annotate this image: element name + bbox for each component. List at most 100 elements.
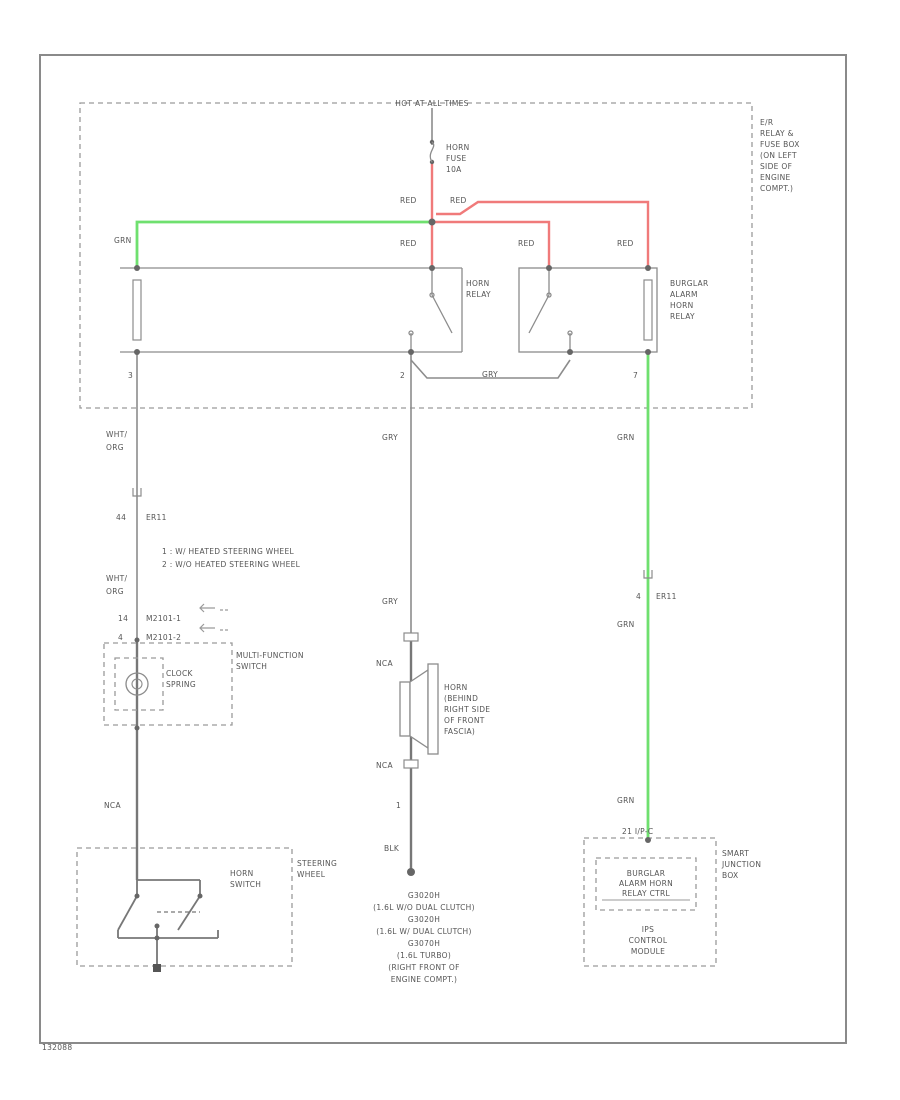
svg-text:OF FRONT: OF FRONT [444, 716, 485, 725]
svg-text:ORG: ORG [106, 587, 124, 596]
label-pin-7: 7 [633, 371, 638, 380]
svg-text:(1.6L W/O DUAL CLUTCH): (1.6L W/O DUAL CLUTCH) [373, 903, 475, 912]
label-gry-1: GRY [382, 433, 398, 442]
fuse-icon [429, 141, 435, 163]
wire-red-burglar-1 [432, 220, 551, 268]
label-smart-connector: 21 I/P-C [622, 827, 653, 836]
svg-text:HORN: HORN [230, 869, 254, 878]
label-notes: 1 : W/ HEATED STEERING WHEEL 2 : W/O HEA… [162, 547, 300, 569]
horn-connector-top [403, 632, 419, 642]
svg-text:(RIGHT FRONT OF: (RIGHT FRONT OF [388, 963, 460, 972]
label-red-5: RED [617, 239, 634, 248]
svg-text:CONTROL: CONTROL [629, 936, 668, 945]
label-steering-wheel: STEERING WHEEL [297, 859, 337, 879]
outer-frame [39, 54, 847, 1044]
svg-text:JUNCTION: JUNCTION [721, 860, 761, 869]
svg-text:(1.6L TURBO): (1.6L TURBO) [397, 951, 451, 960]
svg-text:44: 44 [116, 513, 126, 522]
svg-text:(ON LEFT: (ON LEFT [760, 151, 797, 160]
svg-text:ORG: ORG [106, 443, 124, 452]
label-grn-3: GRN [617, 796, 635, 805]
svg-text:CLOCK: CLOCK [166, 669, 193, 678]
label-ground-g3020h: G3020H (1.6L W/O DUAL CLUTCH) G3020H (1.… [373, 891, 475, 984]
label-horn-switch: HORN SWITCH [230, 869, 261, 889]
svg-text:RELAY: RELAY [466, 290, 491, 299]
svg-text:BOX: BOX [722, 871, 738, 880]
wire-red-burglar-2 [436, 200, 650, 268]
svg-text:10A: 10A [446, 165, 462, 174]
label-pin-2: 2 [400, 371, 405, 380]
svg-text:SPRING: SPRING [166, 680, 196, 689]
steering-wheel-box [76, 847, 293, 967]
ground-g3020h-node [407, 868, 415, 876]
label-connector-er11-left: 44 ER11 [116, 513, 166, 522]
label-clock-spring: CLOCK SPRING [166, 669, 196, 689]
svg-text:RELAY &: RELAY & [760, 129, 794, 138]
label-nca-3: NCA [104, 801, 121, 810]
label-smart-junction-box: SMART JUNCTION BOX [721, 849, 761, 880]
svg-text:SWITCH: SWITCH [230, 880, 261, 889]
label-horn-fuse: HORN FUSE 10A [446, 143, 469, 174]
label-gry-relay: GRY [482, 370, 498, 379]
label-blk: BLK [384, 844, 400, 853]
svg-text:MODULE: MODULE [631, 947, 665, 956]
clock-spring-icon [125, 672, 149, 696]
svg-text:BURGLAR: BURGLAR [627, 869, 665, 878]
svg-text:ENGINE COMPT.): ENGINE COMPT.) [391, 975, 457, 984]
splice-node [428, 218, 436, 226]
svg-text:1 : W/ HEATED STEERING WHEEL: 1 : W/ HEATED STEERING WHEEL [162, 547, 294, 556]
label-grn-top: GRN [114, 236, 132, 245]
svg-text:14: 14 [118, 614, 128, 623]
svg-text:HORN: HORN [444, 683, 468, 692]
horn-connector-bottom [403, 759, 419, 769]
label-burglar-alarm-horn-relay-ctrl: BURGLAR ALARM HORN RELAY CTRL [619, 869, 673, 898]
svg-text:HORN: HORN [670, 301, 694, 310]
svg-text:FASCIA): FASCIA) [444, 727, 475, 736]
footer-code: 132088 [42, 1043, 72, 1052]
label-red-2: RED [450, 196, 467, 205]
svg-text:4: 4 [636, 592, 641, 601]
multi-function-switch-box [103, 642, 233, 726]
svg-text:G3020H: G3020H [408, 915, 440, 924]
svg-text:WHT/: WHT/ [106, 430, 128, 439]
label-wht-org-1: WHT/ ORG [106, 430, 128, 452]
svg-text:HORN: HORN [466, 279, 490, 288]
svg-text:SWITCH: SWITCH [236, 662, 267, 671]
svg-text:(BEHIND: (BEHIND [444, 694, 478, 703]
svg-text:WHEEL: WHEEL [297, 870, 326, 879]
svg-text:ALARM: ALARM [670, 290, 698, 299]
svg-text:M2101-1: M2101-1 [146, 614, 181, 623]
label-connector-er11-right: 4 ER11 [636, 592, 677, 601]
svg-text:RELAY CTRL: RELAY CTRL [622, 889, 671, 898]
label-burglar-relay: BURGLAR ALARM HORN RELAY [670, 279, 708, 321]
label-pin-3: 3 [128, 371, 133, 380]
label-nca-2: NCA [376, 761, 393, 770]
svg-text:ALARM HORN: ALARM HORN [619, 879, 673, 888]
wire-green-top [135, 220, 432, 268]
steering-ground-icon [153, 964, 161, 972]
svg-text:G3020H: G3020H [408, 891, 440, 900]
svg-text:ENGINE: ENGINE [760, 173, 791, 182]
svg-text:RIGHT SIDE: RIGHT SIDE [444, 705, 490, 714]
svg-text:SIDE OF: SIDE OF [760, 162, 792, 171]
label-pin-1: 1 [396, 801, 401, 810]
label-grn-2: GRN [617, 620, 635, 629]
label-gry-2: GRY [382, 597, 398, 606]
label-m-pins: 14 4 M2101-1 M2101-2 [118, 614, 181, 642]
wire-gry-jumper [410, 359, 571, 379]
svg-text:STEERING: STEERING [297, 859, 337, 868]
svg-text:RELAY: RELAY [670, 312, 695, 321]
clock-spring-box [114, 657, 164, 711]
svg-text:ER11: ER11 [656, 592, 677, 601]
svg-text:G3070H: G3070H [408, 939, 440, 948]
label-ips-control-module: IPS CONTROL MODULE [629, 925, 668, 956]
label-hot-at-all-times: HOT AT ALL TIMES [395, 99, 468, 108]
connector-er11-left-icon [132, 488, 142, 497]
svg-text:(1.6L W/ DUAL CLUTCH): (1.6L W/ DUAL CLUTCH) [376, 927, 471, 936]
burglar-relay-contact-icon [528, 270, 573, 350]
label-nca-1: NCA [376, 659, 393, 668]
horn-relay-contact-icon [408, 270, 453, 350]
er-relay-fuse-box [79, 102, 753, 409]
svg-text:MULTI-FUNCTION: MULTI-FUNCTION [236, 651, 304, 660]
